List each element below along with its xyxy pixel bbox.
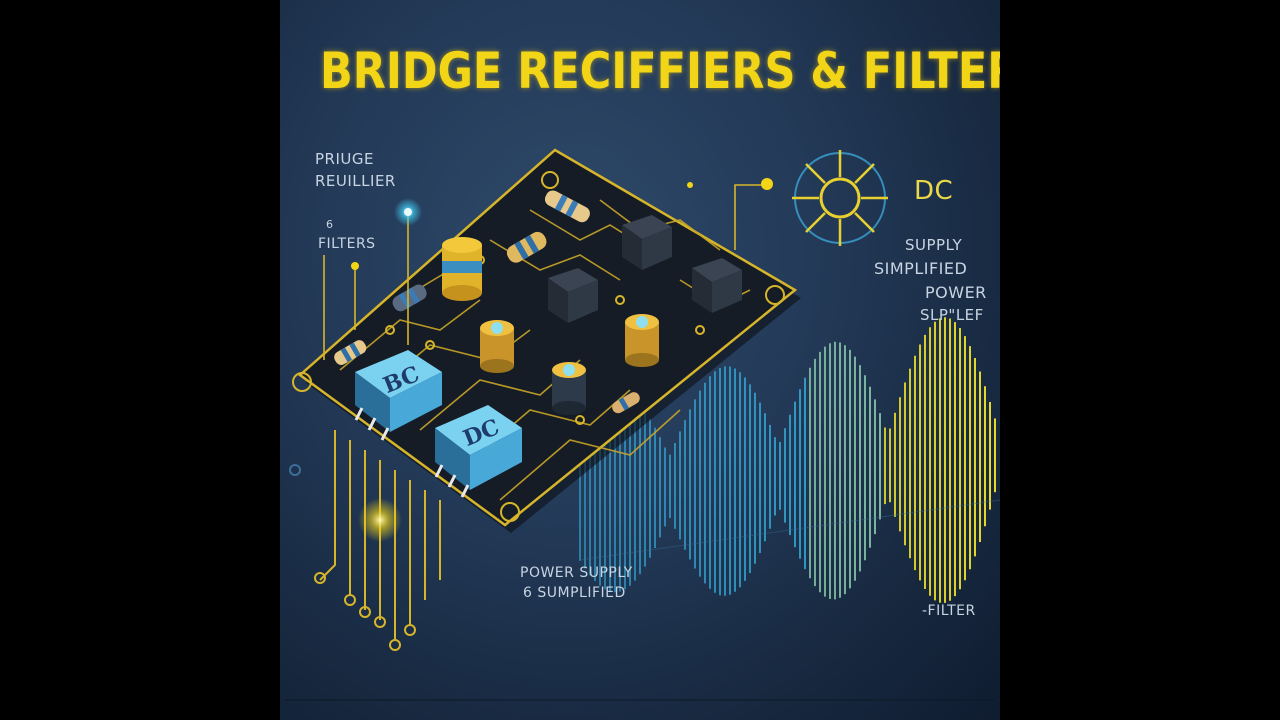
- label-simplified: SIMPLIFIED: [874, 259, 968, 278]
- label-supply: SUPPLY: [905, 236, 963, 254]
- label-power-supply: POWER SUPPLY: [520, 565, 633, 581]
- artwork: BRIDGE RECIFFIERS & FILTERS PRIUGE REUIL…: [280, 0, 1000, 720]
- label-reuillier: REUILLIER: [315, 172, 396, 190]
- label-filters-mark: 6: [326, 218, 334, 231]
- chip-bc: [354, 350, 442, 441]
- title: BRIDGE RECIFFIERS & FILTERS: [320, 42, 1000, 100]
- label-power: POWER: [925, 283, 987, 302]
- label-filters: FILTERS: [318, 236, 376, 252]
- label-supply-simplified: 6 SUMPLIFIED: [523, 585, 626, 601]
- circuit-illustration: [285, 148, 1000, 701]
- label-slp: SLP"LEF: [920, 306, 984, 324]
- label-filter: -FILTER: [922, 603, 976, 619]
- circuit-board: [289, 148, 801, 651]
- dc-symbol: [792, 150, 888, 246]
- label-pridge: PRIUGE: [315, 150, 374, 168]
- chip-dc: [434, 405, 522, 498]
- label-dc: DC: [914, 176, 954, 206]
